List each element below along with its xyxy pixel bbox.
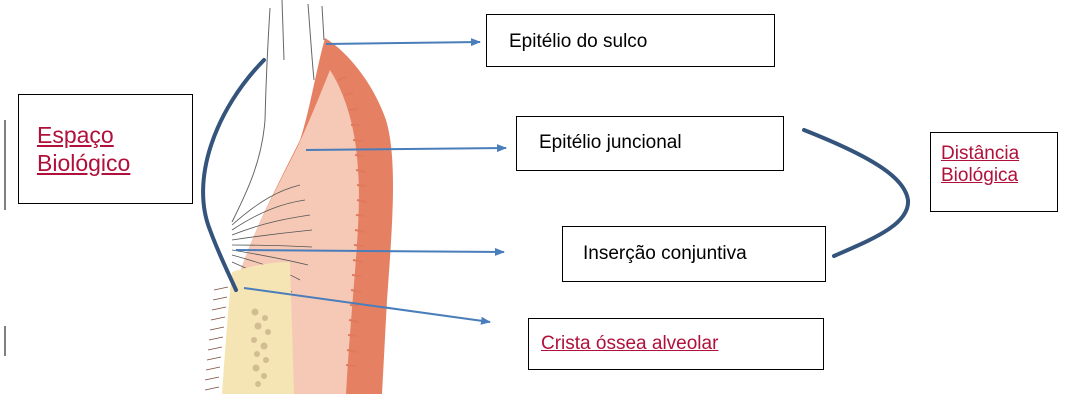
periodontal-ligament: [204, 286, 229, 391]
label-epitelio-sulco: Epitélio do sulco: [486, 14, 775, 67]
tooth-outline: [231, 0, 325, 223]
arrow-juncional: [305, 144, 507, 153]
biological-distance-bracket: [802, 128, 911, 258]
arrow-insercao: [235, 247, 505, 256]
arrow-sulco: [325, 38, 481, 47]
label-insercao-conjuntiva: Inserção conjuntiva: [562, 226, 826, 282]
bone-marrow: [251, 308, 271, 387]
label-crista-ossea: Crista óssea alveolar: [528, 318, 824, 370]
label-link-line2[interactable]: Biológico: [37, 149, 131, 176]
biological-space-bracket: [201, 58, 266, 292]
label-espaco-biologico: Espaço Biológico: [18, 94, 193, 204]
label-text: Epitélio do sulco: [509, 31, 648, 52]
label-text: Epitélio juncional: [539, 132, 682, 153]
label-link[interactable]: Crista óssea alveolar: [541, 333, 719, 354]
label-epitelio-juncional: Epitélio juncional: [516, 116, 784, 171]
label-link-line1[interactable]: Distância: [941, 143, 1020, 164]
epithelial-ridges: [337, 76, 368, 367]
arrow-crista: [243, 287, 491, 325]
label-link-line1[interactable]: Espaço: [37, 122, 114, 148]
label-distancia-biologica: Distância Biológica: [930, 132, 1058, 212]
label-link-line2[interactable]: Biológica: [941, 164, 1019, 186]
label-text: Inserção conjuntiva: [583, 243, 747, 264]
pointer-arrows: [235, 38, 507, 325]
